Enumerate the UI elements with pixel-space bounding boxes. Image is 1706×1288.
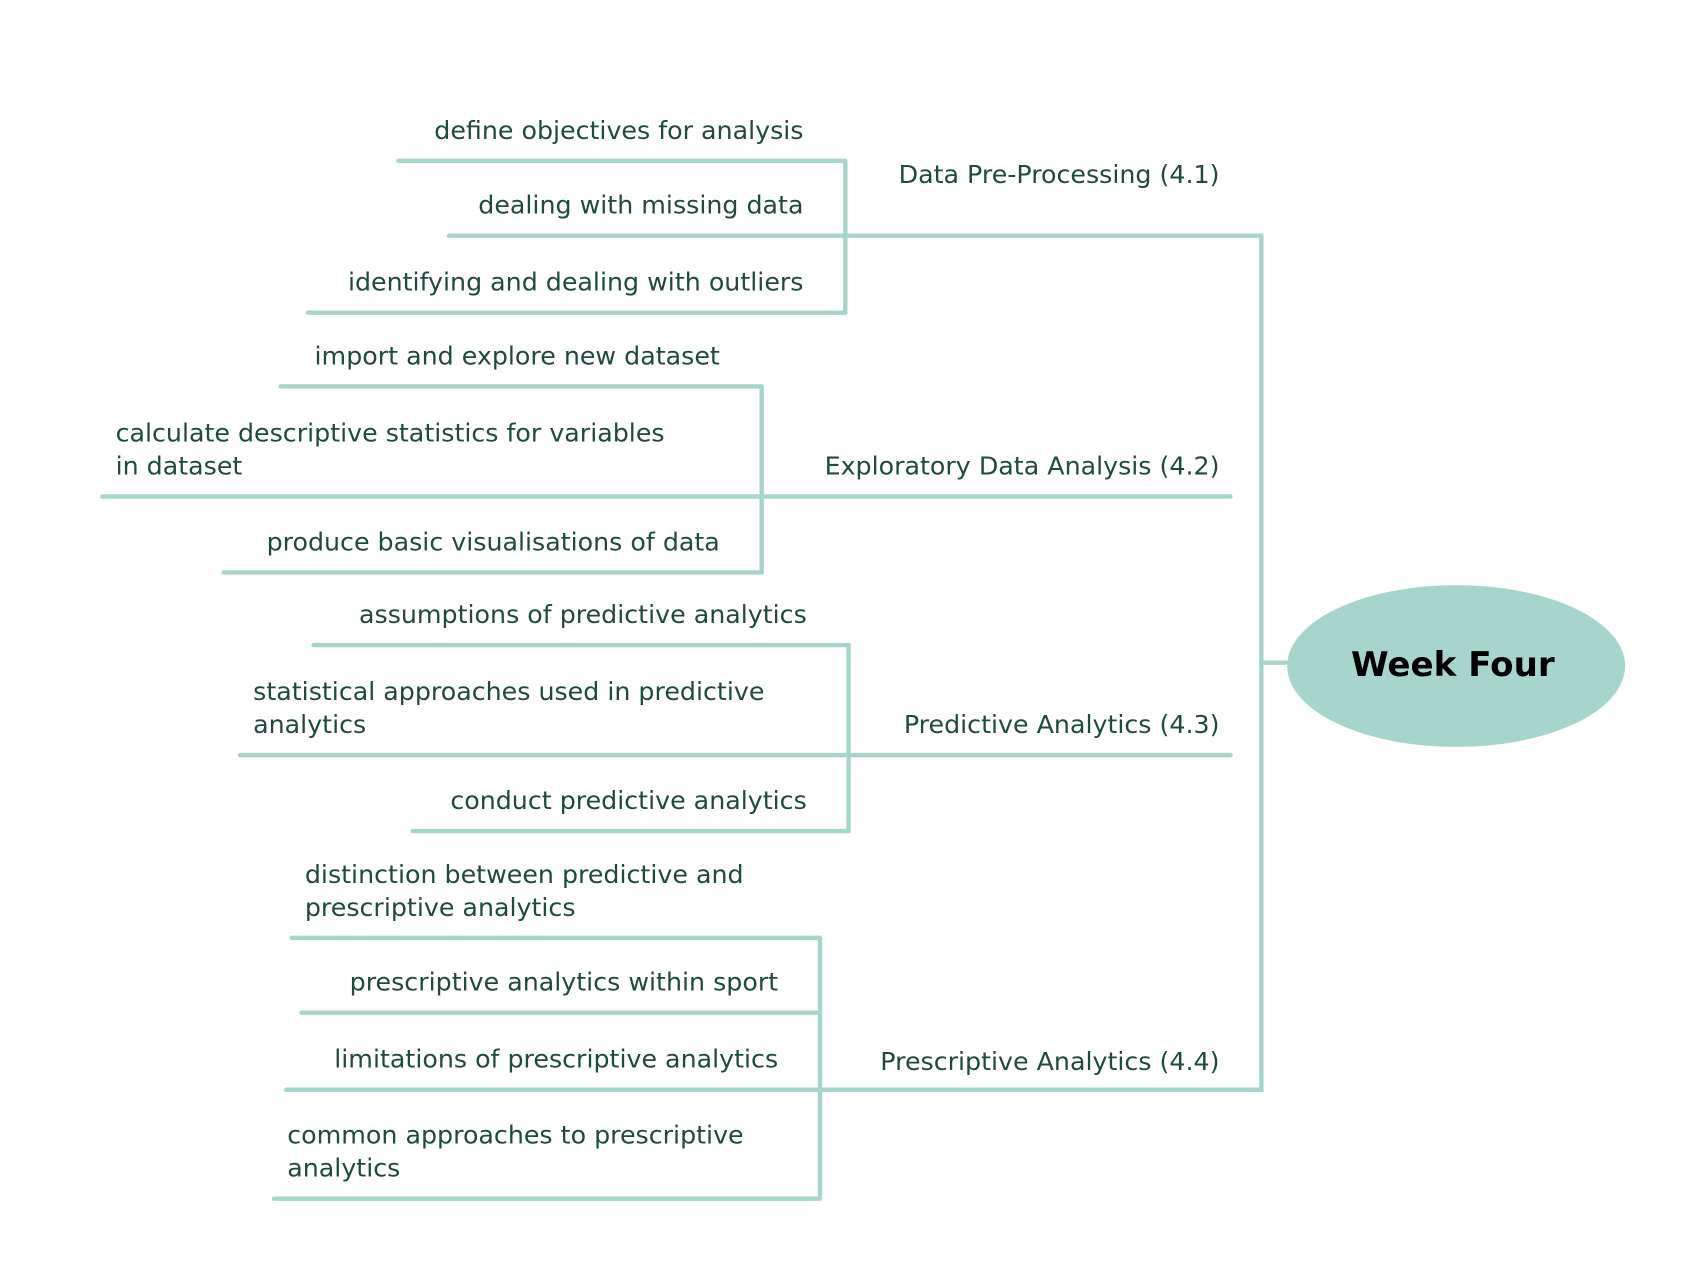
- leaf-label: calculate descriptive statistics for var…: [116, 418, 665, 447]
- root-ellipse: [1287, 585, 1626, 747]
- leaf-topic[interactable]: common approaches to prescriptive analyti…: [271, 1121, 823, 1201]
- branch-label[interactable]: Prescriptive Analytics (4.4): [880, 1047, 1219, 1076]
- root-node[interactable]: Week Four: [1287, 585, 1626, 747]
- leaf-label: analytics: [253, 710, 366, 739]
- leaf-label: statistical approaches used in predictiv…: [253, 677, 764, 706]
- branch-1: Data Pre-Processing (4.1) define objectiv…: [305, 116, 1233, 315]
- leaf-label: prescriptive analytics: [305, 893, 576, 922]
- branch-label[interactable]: Exploratory Data Analysis (4.2): [825, 452, 1220, 481]
- leaf-topic[interactable]: calculate descriptive statistics for var…: [100, 418, 764, 499]
- root-label: Week Four: [1351, 645, 1555, 685]
- leaf-topic[interactable]: dealing with missing data: [446, 191, 848, 238]
- leaf-topic[interactable]: import and explore new dataset: [278, 341, 764, 389]
- leaf-topic[interactable]: distinction between predictive and prescr…: [289, 860, 823, 941]
- trunk-connector: [1228, 233, 1264, 1092]
- leaf-label: common approaches to prescriptive: [287, 1121, 743, 1150]
- branch-label[interactable]: Data Pre-Processing (4.1): [899, 160, 1220, 189]
- leaf-label: conduct predictive analytics: [450, 786, 806, 815]
- leaf-topic[interactable]: define objectives for analysis: [396, 116, 848, 164]
- leaf-topic[interactable]: produce basic visualisations of data: [221, 527, 764, 575]
- leaf-label: identifying and dealing with outliers: [348, 268, 804, 297]
- leaf-topic[interactable]: statistical approaches used in predictiv…: [237, 677, 851, 758]
- leaf-topic[interactable]: prescriptive analytics within sport: [299, 968, 823, 1015]
- leaf-label: assumptions of predictive analytics: [359, 600, 807, 629]
- leaf-topic[interactable]: assumptions of predictive analytics: [311, 600, 851, 648]
- branch-2: Exploratory Data Analysis (4.2) import an…: [100, 341, 1233, 575]
- leaf-label: limitations of prescriptive analytics: [334, 1045, 778, 1074]
- branch-label[interactable]: Predictive Analytics (4.3): [904, 710, 1220, 739]
- leaf-label: analytics: [287, 1154, 400, 1183]
- leaf-topic[interactable]: identifying and dealing with outliers: [305, 268, 848, 315]
- leaf-topic[interactable]: limitations of prescriptive analytics: [283, 1045, 823, 1092]
- branch-4: Prescriptive Analytics (4.4) distinction …: [271, 860, 1233, 1201]
- leaf-label: distinction between predictive and: [305, 860, 744, 889]
- leaf-label: dealing with missing data: [478, 191, 803, 220]
- leaf-label: produce basic visualisations of data: [267, 527, 720, 556]
- branch-3: Predictive Analytics (4.3) assumptions of…: [237, 600, 1233, 834]
- leaf-label: prescriptive analytics within sport: [350, 968, 779, 997]
- leaf-label: import and explore new dataset: [315, 341, 720, 370]
- leaf-topic[interactable]: conduct predictive analytics: [410, 786, 851, 834]
- leaf-label: in dataset: [116, 452, 243, 481]
- leaf-label: define objectives for analysis: [434, 116, 803, 145]
